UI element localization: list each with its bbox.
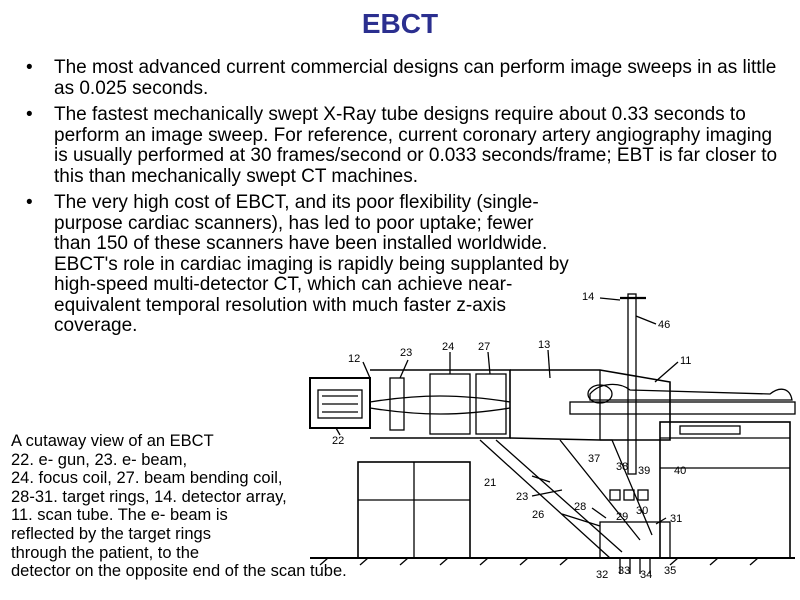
label-14: 14 (582, 291, 594, 303)
label-35: 35 (664, 565, 676, 577)
label-23b: 23 (516, 491, 528, 503)
bullet-text: The very high cost of EBCT, and its poor… (54, 192, 569, 336)
label-39: 39 (638, 465, 650, 477)
label-24: 24 (442, 341, 454, 353)
figure-caption: A cutaway view of an EBCT 22. e- gun, 23… (11, 432, 347, 581)
caption-line: A cutaway view of an EBCT (11, 432, 214, 450)
caption-line: through the patient, to the (11, 543, 200, 562)
label-38: 38 (616, 461, 628, 473)
label-40: 40 (674, 465, 686, 477)
label-26: 26 (532, 509, 544, 521)
bullet-text: The most advanced current commercial des… (54, 57, 777, 99)
label-12: 12 (348, 353, 360, 365)
bullet-text: The fastest mechanically swept X-Ray tub… (54, 104, 778, 187)
label-37: 37 (588, 453, 600, 465)
label-30: 30 (636, 505, 648, 517)
caption-line: 28-31. target rings, 14. detector array, (11, 487, 287, 506)
caption-line: reflected by the target rings (11, 524, 211, 543)
label-23: 23 (400, 347, 412, 359)
label-13: 13 (538, 339, 550, 351)
label-21: 21 (484, 477, 496, 489)
caption-line: 22. e- gun, 23. e- beam, (11, 450, 188, 469)
label-27: 27 (478, 341, 490, 353)
label-22: 22 (332, 435, 344, 447)
diagram-labels: 12 23 24 27 13 11 14 46 22 21 23 26 28 3… (332, 291, 691, 581)
bullet-marker: • (26, 192, 33, 213)
label-28: 28 (574, 501, 586, 513)
bullet-marker: • (26, 57, 33, 78)
bullet-marker: • (26, 104, 33, 125)
bullet-item: • The most advanced current commercial d… (20, 57, 780, 99)
bullet-item: • The fastest mechanically swept X-Ray t… (20, 104, 780, 187)
label-32: 32 (596, 569, 608, 581)
bullet-list: • The most advanced current commercial d… (20, 57, 780, 343)
caption-line: 24. focus coil, 27. beam bending coil, (11, 469, 283, 488)
label-34: 34 (640, 569, 652, 581)
label-29: 29 (616, 511, 628, 523)
label-11: 11 (680, 355, 691, 367)
label-31: 31 (670, 513, 682, 525)
caption-line: 11. scan tube. The e- beam is (11, 506, 228, 525)
caption-line: detector on the opposite end of the scan… (11, 562, 347, 581)
label-33: 33 (618, 565, 630, 577)
ebct-cutaway-diagram (309, 293, 796, 574)
slide-title: EBCT (361, 8, 439, 39)
label-46: 46 (658, 319, 670, 331)
bullet-item: • The very high cost of EBCT, and its po… (20, 192, 780, 337)
